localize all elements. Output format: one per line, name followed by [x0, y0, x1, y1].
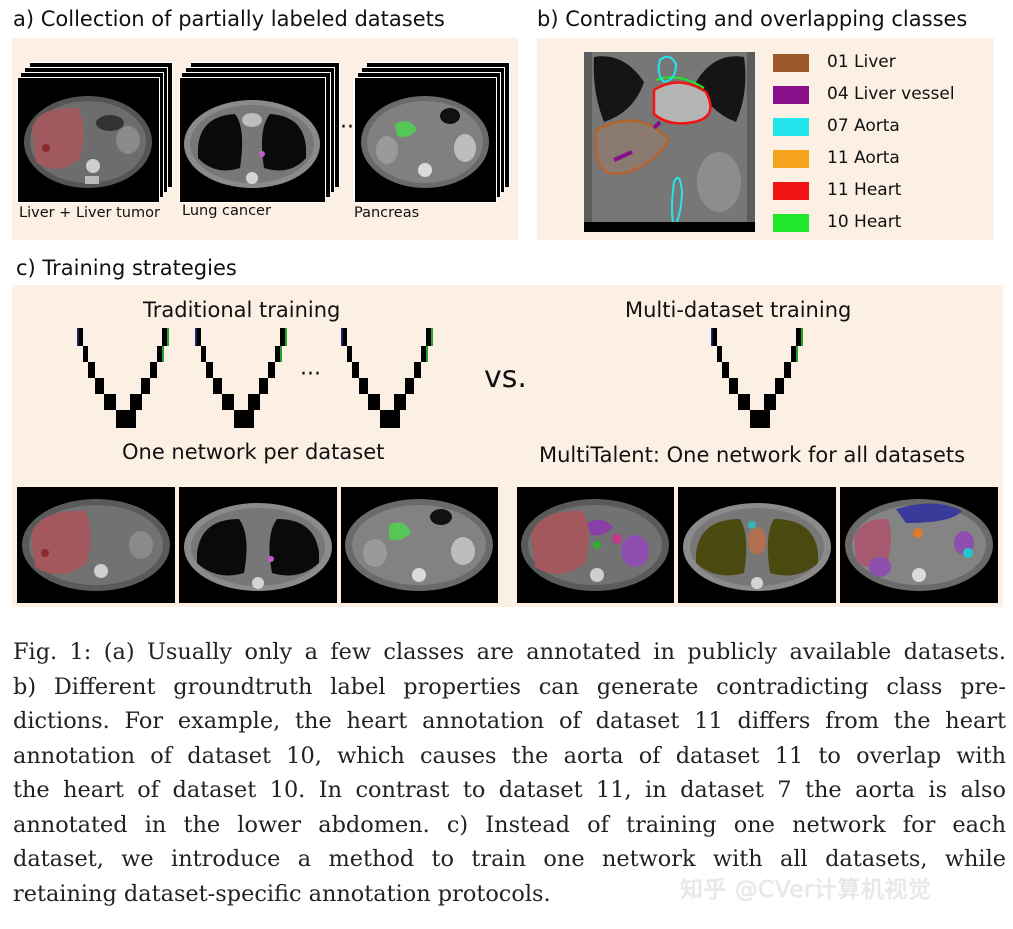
multi-dataset-training-title: Multi-dataset training — [625, 298, 852, 322]
versus-label: vs. — [484, 360, 527, 395]
ct-scan-pancreas — [354, 77, 497, 203]
legend-swatch — [773, 214, 809, 232]
caption-line: b) Different groundtruth label propertie… — [13, 673, 1006, 700]
legend-label: 07 Aorta — [827, 116, 900, 136]
ct-result-lung — [179, 487, 337, 603]
watermark: 知乎 @CVer计算机视觉 — [680, 877, 932, 903]
ct-result-liver — [17, 487, 175, 603]
panel-a-label-pancreas: Pancreas — [354, 205, 420, 221]
caption-line: annotation of dataset 10, which causes t… — [13, 742, 1006, 769]
panel-b-title: b) Contradicting and overlapping classes — [537, 7, 968, 31]
unet-diagram — [711, 328, 803, 428]
legend-label: 04 Liver vessel — [827, 84, 955, 104]
caption-line: dataset, we introduce a method to train … — [13, 846, 1006, 872]
panel-c-ellipsis: ··· — [300, 362, 321, 387]
caption-line: retaining dataset-specific annotation pr… — [13, 880, 551, 907]
legend-swatch — [773, 86, 809, 104]
ct-scan-coronal — [584, 52, 755, 232]
ct-multitalent-lung — [678, 487, 836, 603]
ct-multitalent-abdomen — [517, 487, 674, 603]
panel-a-ellipsis: ··· — [333, 115, 354, 140]
ct-scan-liver — [17, 77, 160, 203]
legend-swatch — [773, 118, 809, 136]
ct-result-pancreas — [341, 487, 498, 603]
multi-dataset-training-caption: MultiTalent: One network for all dataset… — [539, 443, 966, 467]
panel-a-label-liver: Liver + Liver tumor — [19, 205, 160, 221]
caption-line: dictions. For example, the heart annotat… — [13, 708, 1006, 734]
unet-diagram — [77, 328, 169, 428]
legend-swatch — [773, 150, 809, 168]
panel-a-title: a) Collection of partially labeled datas… — [13, 7, 445, 31]
panel-c-background — [12, 285, 1003, 607]
legend-swatch — [773, 182, 809, 200]
legend-label: 10 Heart — [827, 212, 902, 232]
legend-label: 01 Liver — [827, 52, 896, 72]
caption-line: the heart of dataset 10. In contrast to … — [13, 777, 1006, 803]
ct-scan-lung — [179, 77, 326, 203]
panel-c-title: c) Training strategies — [16, 256, 237, 280]
legend-label: 11 Heart — [827, 180, 902, 200]
unet-diagram — [341, 328, 433, 428]
caption-line: annotated in the lower abdomen. c) Inste… — [13, 811, 1006, 838]
panel-a-label-lung: Lung cancer — [182, 203, 271, 219]
traditional-training-title: Traditional training — [143, 298, 341, 322]
caption-line: Fig. 1: (a) Usually only a few classes a… — [13, 639, 1006, 665]
legend-swatch — [773, 54, 809, 72]
traditional-training-caption: One network per dataset — [122, 440, 385, 464]
ct-multitalent-pancreas — [840, 487, 998, 603]
legend-label: 11 Aorta — [827, 148, 900, 168]
unet-diagram — [195, 328, 287, 428]
figure-caption: Fig. 1: (a) Usually only a few classes a… — [13, 635, 1006, 911]
